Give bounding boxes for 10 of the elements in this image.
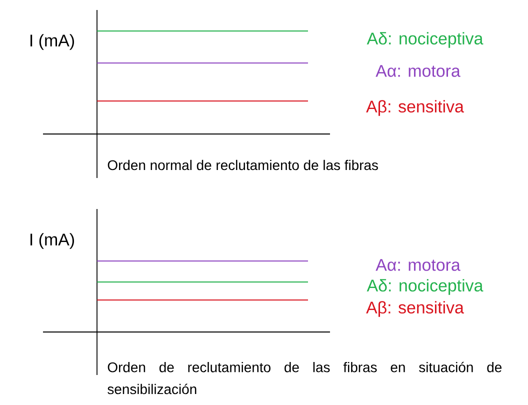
axis-label: I (mA) (30, 233, 74, 249)
axis-label: I (mA) (30, 34, 74, 50)
fiber-label: Aβ: sensitiva (366, 301, 464, 317)
fiber-label: Aα: motora (376, 259, 460, 271)
caption: Orden de reclutamiento de las fibras en situación de sensibilización (108, 362, 502, 394)
fiber-label: Aβ: sensitiva (366, 100, 464, 116)
fiber-label: Aδ: nociceptiva (366, 32, 484, 48)
caption: Orden normal de reclutamiento de las fibras (108, 160, 378, 170)
fiber-label: Aδ: nociceptiva (366, 279, 484, 295)
fiber-label: Aα: motora (376, 65, 460, 77)
